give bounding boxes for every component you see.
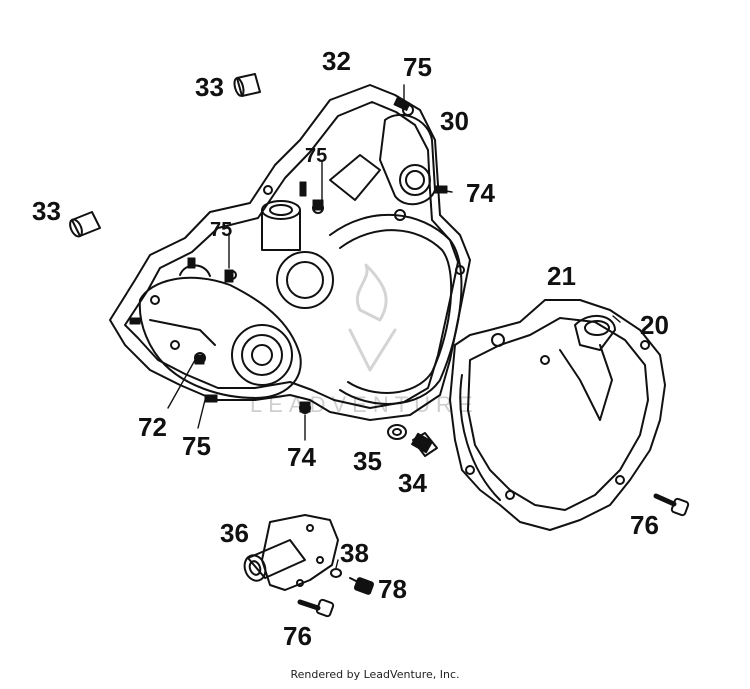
callout-30: 30 (440, 106, 469, 136)
callout-38: 38 (340, 538, 369, 568)
o-ring-38 (330, 568, 342, 578)
callout-35: 35 (353, 446, 382, 476)
callout-75-top: 75 (403, 52, 432, 82)
drain-plug-34 (411, 432, 438, 457)
screw-76-lower (297, 598, 335, 618)
callout-78: 78 (378, 574, 407, 604)
callout-33-upper: 33 (195, 72, 224, 102)
callout-20: 20 (640, 310, 669, 340)
callout-74-right: 74 (466, 178, 495, 208)
callout-75-upper-mid: 75 (305, 145, 327, 167)
callout-32: 32 (322, 46, 351, 76)
screw-78 (349, 577, 375, 595)
callout-76-bottom: 76 (283, 621, 312, 651)
callout-72: 72 (138, 412, 167, 442)
inner-clutch-cover (109, 84, 471, 421)
screw-76-right (653, 493, 690, 517)
footer-credit: Rendered by LeadVenture, Inc. (290, 668, 460, 681)
callout-76-right: 76 (630, 510, 659, 540)
callout-21: 21 (547, 261, 576, 291)
callout-36: 36 (220, 518, 249, 548)
callout-75-bottom: 75 (182, 431, 211, 461)
dowel-pin-upper (233, 73, 261, 97)
callout-75-left: 75 (210, 219, 232, 241)
washer-35 (387, 424, 407, 440)
watermark-logo (348, 263, 397, 372)
housing-bolts (129, 96, 448, 413)
outer-clutch-cover (449, 299, 666, 531)
water-pump-cover (243, 514, 339, 591)
outer-gasket-flange (459, 374, 501, 501)
callout-74-bottom: 74 (287, 442, 316, 472)
dowel-pin-lower (69, 211, 101, 238)
callout-33-lower: 33 (32, 196, 61, 226)
leader-lines (167, 84, 621, 569)
callout-34: 34 (398, 468, 427, 498)
